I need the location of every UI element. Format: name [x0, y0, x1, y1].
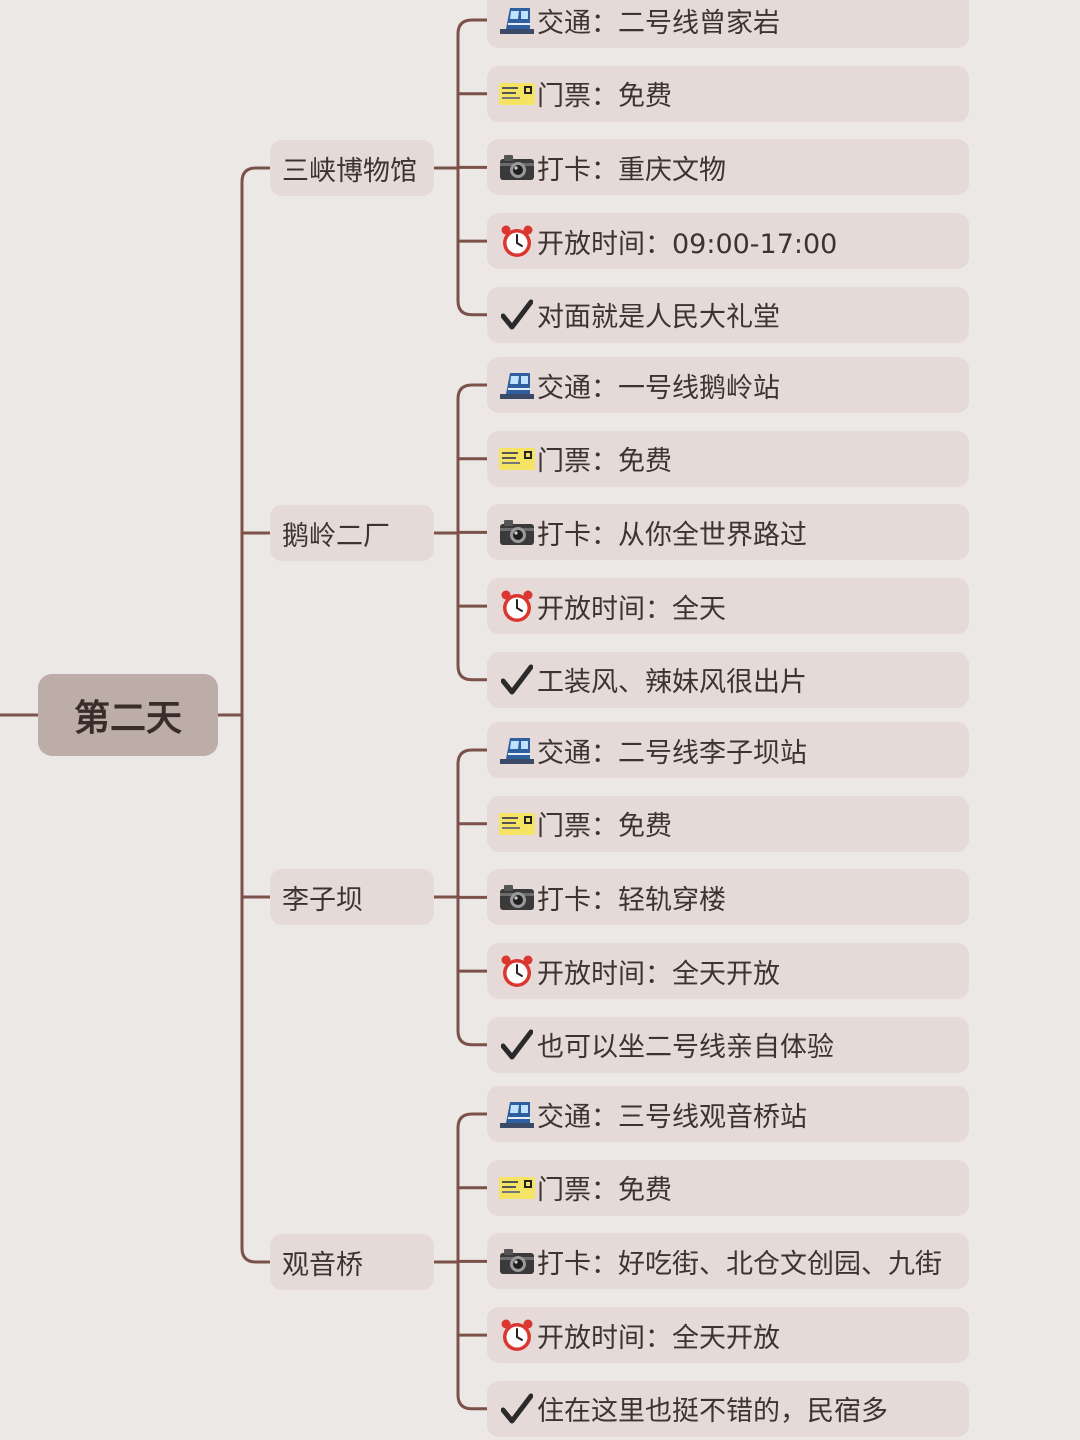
info-text: 开放时间：全天	[537, 593, 726, 625]
info-text: 打卡：好吃街、北仓文创园、九街	[537, 1248, 942, 1280]
check-mark-icon	[499, 297, 535, 333]
info-text: 工装风、辣妹风很出片	[537, 667, 807, 699]
info-text: 门票：免费	[537, 81, 672, 113]
info-node: 打卡：从你全世界路过	[487, 504, 969, 561]
check-mark-icon	[499, 1391, 535, 1427]
place-label: 三峡博物馆	[282, 155, 417, 187]
info-text: 对面就是人民大礼堂	[537, 302, 780, 334]
info-text: 住在这里也挺不错的，民宿多	[537, 1396, 888, 1428]
branch-trunk	[240, 166, 272, 1264]
info-node: 也可以坐二号线亲自体验	[487, 1016, 969, 1073]
info-node: 门票：免费	[487, 795, 969, 852]
alarm-clock-icon	[499, 1317, 535, 1353]
info-text: 开放时间：全天开放	[537, 958, 780, 990]
info-text: 门票：免费	[537, 446, 672, 478]
info-node: 门票：免费	[487, 1159, 969, 1216]
info-node: 开放时间：全天	[487, 578, 969, 635]
info-node: 开放时间：全天开放	[487, 943, 969, 1000]
info-node: 交通：二号线曾家岩	[487, 0, 969, 48]
info-node: 对面就是人民大礼堂	[487, 286, 969, 343]
camera-icon	[499, 514, 535, 550]
check-mark-icon	[499, 662, 535, 698]
info-node: 交通：二号线李子坝站	[487, 722, 969, 778]
info-node: 门票：免费	[487, 430, 969, 487]
camera-icon	[499, 879, 535, 915]
info-text: 交通：一号线鹅岭站	[537, 372, 780, 404]
camera-icon	[499, 1243, 535, 1279]
check-mark-icon	[499, 1027, 535, 1063]
place-node: 李子坝	[270, 869, 434, 925]
info-text: 打卡：重庆文物	[537, 154, 726, 186]
ticket-icon	[499, 806, 535, 842]
place-node: 三峡博物馆	[270, 140, 434, 196]
metro-train-icon	[499, 2, 535, 38]
metro-train-icon	[499, 1096, 535, 1132]
place-label: 观音桥	[282, 1249, 363, 1281]
root-node: 第二天	[38, 674, 218, 756]
info-node: 开放时间：全天开放	[487, 1307, 969, 1364]
info-node: 交通：一号线鹅岭站	[487, 357, 969, 413]
info-text: 打卡：轻轨穿楼	[537, 884, 726, 916]
info-text: 开放时间：09:00-17:00	[537, 228, 838, 260]
info-node: 打卡：重庆文物	[487, 139, 969, 196]
info-node: 打卡：好吃街、北仓文创园、九街	[487, 1233, 969, 1290]
metro-train-icon	[499, 367, 535, 403]
info-text: 也可以坐二号线亲自体验	[537, 1032, 834, 1064]
ticket-icon	[499, 441, 535, 477]
info-text: 交通：二号线曾家岩	[537, 7, 780, 39]
info-node: 开放时间：09:00-17:00	[487, 213, 969, 270]
alarm-clock-icon	[499, 953, 535, 989]
root-label: 第二天	[73, 698, 182, 739]
info-text: 开放时间：全天开放	[537, 1322, 780, 1354]
place-node: 鹅岭二厂	[270, 505, 434, 561]
info-node: 打卡：轻轨穿楼	[487, 869, 969, 926]
info-node: 工装风、辣妹风很出片	[487, 651, 969, 708]
info-text: 门票：免费	[537, 811, 672, 843]
ticket-icon	[499, 76, 535, 112]
place-label: 李子坝	[282, 884, 363, 916]
alarm-clock-icon	[499, 223, 535, 259]
info-text: 交通：二号线李子坝站	[537, 737, 807, 769]
alarm-clock-icon	[499, 588, 535, 624]
info-text: 打卡：从你全世界路过	[537, 519, 807, 551]
info-node: 住在这里也挺不错的，民宿多	[487, 1380, 969, 1437]
info-text: 门票：免费	[537, 1175, 672, 1207]
camera-icon	[499, 149, 535, 185]
metro-train-icon	[499, 732, 535, 768]
place-label: 鹅岭二厂	[282, 520, 390, 552]
ticket-icon	[499, 1170, 535, 1206]
info-text: 交通：三号线观音桥站	[537, 1101, 807, 1133]
info-node: 门票：免费	[487, 65, 969, 122]
info-node: 交通：三号线观音桥站	[487, 1086, 969, 1142]
place-node: 观音桥	[270, 1234, 434, 1290]
